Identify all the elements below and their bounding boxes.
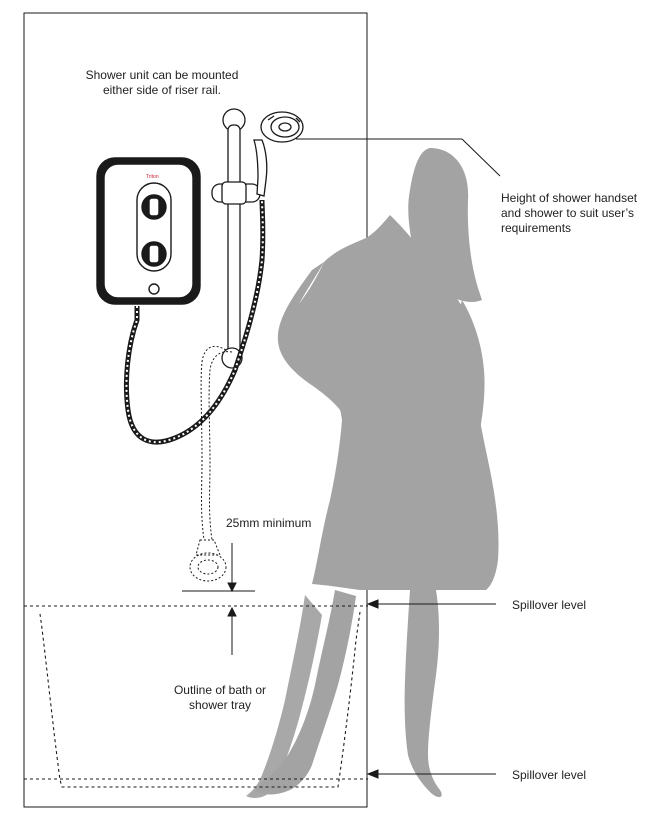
height-note-line3: requirements	[501, 221, 572, 235]
height-note-line2: and shower to suit user’s	[501, 206, 634, 220]
person-silhouette	[246, 148, 499, 798]
bath-outline-label: Outline of bath or shower tray	[150, 683, 290, 713]
bath-outline-line2: shower tray	[188, 698, 252, 712]
spillover-lower-label: Spillover level	[512, 768, 587, 782]
mount-note-line1: Shower unit can be mounted	[85, 68, 239, 82]
spillover-upper-label: Spillover level	[512, 598, 587, 612]
alternative-hose-position	[189, 346, 233, 582]
shower-hose	[123, 199, 266, 445]
shower-handset	[253, 111, 304, 197]
min-gap-dimension	[182, 543, 255, 655]
shower-unit: Triton	[96, 157, 201, 305]
min-gap-label: 25mm minimum	[226, 516, 312, 530]
riser-rail	[211, 108, 261, 369]
leader-lines	[296, 138, 501, 779]
height-note-line1: Height of shower handset	[501, 191, 638, 205]
bath-outline	[24, 605, 368, 788]
mount-note-line2: either side of riser rail.	[102, 83, 222, 97]
height-note: Height of shower handset and shower to s…	[501, 191, 651, 236]
svg-text:Triton: Triton	[146, 174, 159, 180]
bath-outline-line1: Outline of bath or	[173, 683, 267, 697]
mount-note: Shower unit can be mounted either side o…	[62, 68, 262, 98]
